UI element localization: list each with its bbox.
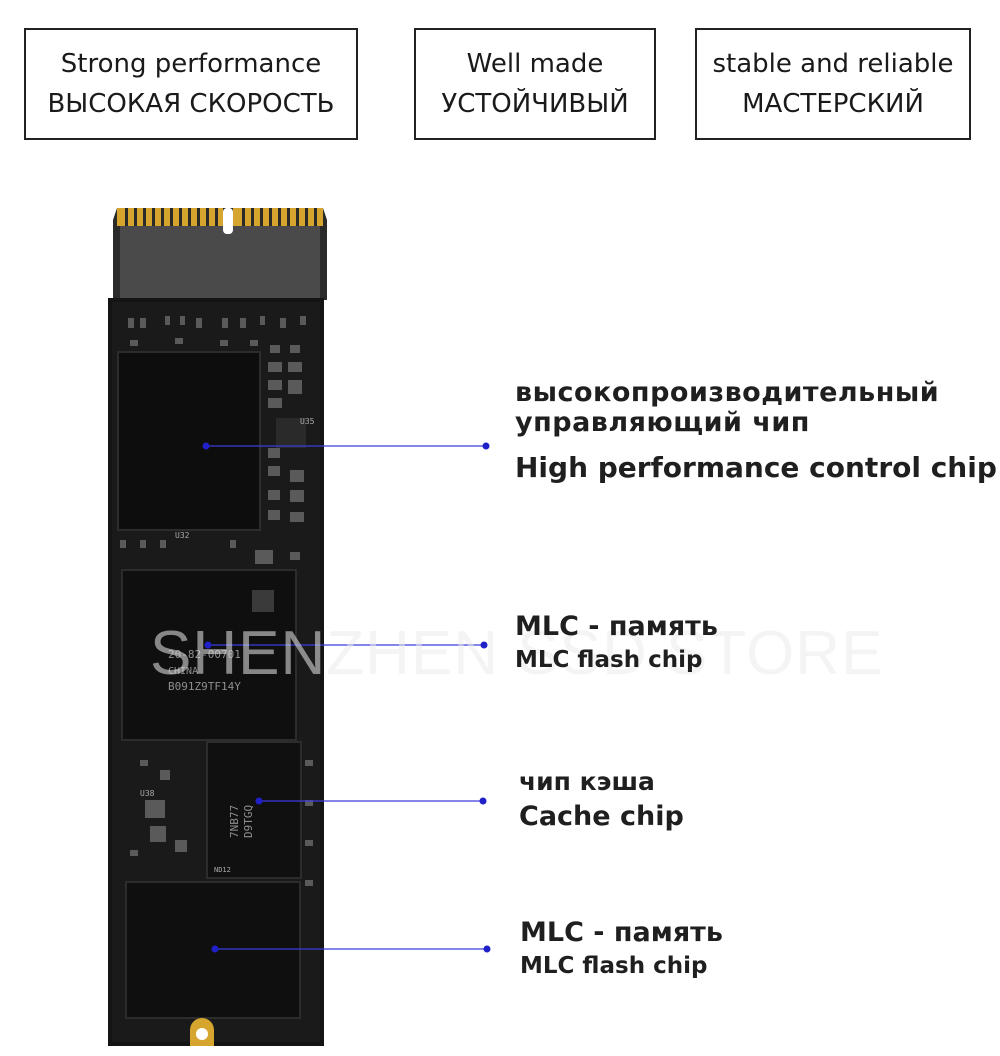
callout-ru-line1: высокопроизводительный: [515, 377, 940, 408]
flash-marking-3: B091Z9TF14Y: [168, 680, 241, 693]
feature-en: Strong performance: [60, 49, 322, 79]
cache-marking-2: D9TGQ: [242, 805, 255, 838]
feature-ru: ВЫСОКАЯ СКОРОСТЬ: [47, 89, 335, 119]
cache-ref2-label: ND12: [214, 866, 231, 874]
callout-cache-chip: чип кэша Cache chip: [519, 766, 684, 836]
callout-en: MLC flash chip: [520, 953, 708, 979]
feature-ru: МАСТЕРСКИЙ: [742, 89, 924, 119]
callout-ru-line2: управляющий чип: [515, 407, 810, 438]
store-watermark: SHENZHEN SSD STORE: [150, 619, 884, 688]
connector-plate: [120, 226, 320, 300]
flash-marking-2: CHINA: [168, 666, 198, 677]
callout-en: MLC flash chip: [515, 647, 703, 673]
callout-flash-chip-2: MLC - память MLC flash chip: [520, 916, 723, 982]
callout-en: High performance control chip: [515, 451, 997, 484]
callout-ru: MLC - память: [515, 611, 718, 642]
callout-ru: MLC - память: [520, 917, 723, 948]
controller-ref2-label: U32: [175, 531, 190, 540]
callout-en: Cache chip: [519, 801, 684, 832]
feature-box-reliable: stable and reliable МАСТЕРСКИЙ: [695, 28, 971, 140]
controller-ref-label: U35: [300, 417, 315, 426]
feature-en: Well made: [466, 49, 604, 79]
cache-ref-label: U38: [140, 789, 155, 798]
callout-ru: чип кэша: [519, 767, 655, 796]
feature-box-well-made: Well made УСТОЙЧИВЫЙ: [414, 28, 656, 140]
callout-flash-chip-1: MLC - память MLC flash chip: [515, 610, 718, 676]
qr-code: [252, 590, 274, 612]
flash-marking-1: 20-82-00701: [168, 648, 241, 661]
feature-box-performance: Strong performance ВЫСОКАЯ СКОРОСТЬ: [24, 28, 358, 140]
cache-marking-1: 7NB77: [228, 805, 241, 838]
callout-dots: [202, 442, 491, 953]
callout-lines: [206, 445, 487, 950]
smd-components: [120, 316, 313, 886]
feature-ru: УСТОЙЧИВЫЙ: [441, 89, 629, 119]
controller-chip: [117, 351, 261, 531]
cache-chip: [206, 741, 302, 879]
gold-fingers: [117, 208, 323, 234]
feature-en: stable and reliable: [712, 49, 954, 79]
callout-control-chip: высокопроизводительный управляющий чип H…: [515, 378, 997, 486]
